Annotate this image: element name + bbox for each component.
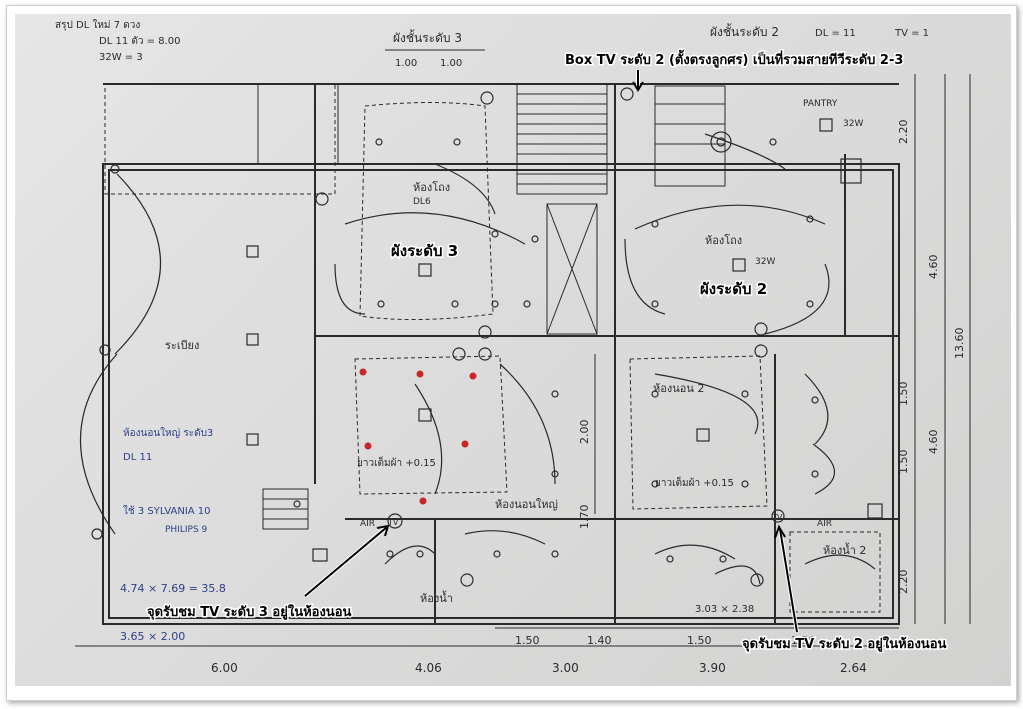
dim-bottom2-2: 1.40: [587, 634, 612, 647]
dim-right-1: 2.20: [897, 120, 910, 145]
floor2-plan-label: ผังระดับ 2: [700, 280, 767, 298]
blueprint-photo: ผังชั้นระดับ 3 ผังชั้นระดับ 2 DL = 11 TV…: [15, 14, 1011, 686]
dim-bottom-2: 4.06: [415, 661, 442, 675]
dim-bottom-5: 2.64: [840, 661, 867, 675]
calc-1: 4.74 × 7.69 = 35.8: [120, 582, 226, 595]
floor3-plan-label: ผังระดับ 3: [391, 242, 458, 260]
note-tl-1: สรุป DL ใหม่ 7 ดวง: [55, 19, 140, 31]
room-bedroom2: ห้องนอน 2: [653, 382, 704, 395]
photo-frame: ผังชั้นระดับ 3 ผังชั้นระดับ 2 DL = 11 TV…: [6, 5, 1017, 701]
dim-top-2: 1.00: [440, 58, 462, 69]
dim-right-7: 2.20: [897, 570, 910, 595]
room-bath: ห้องน้ำ: [420, 590, 453, 605]
room-bath2: ห้องน้ำ 2: [823, 542, 866, 557]
red-fixtures: [359, 368, 477, 505]
room-hall-floor3: ห้องโถง: [413, 180, 450, 194]
ceiling-bed2: ยาวเต็มผ้า +0.15: [655, 475, 734, 489]
dim-right-3: 13.60: [953, 328, 966, 360]
dim-bottom-1: 6.00: [211, 661, 238, 675]
dl-count-top: DL = 11: [815, 28, 856, 39]
dimension-lines: [75, 49, 971, 647]
ceiling-zones: [104, 83, 881, 613]
note-tl-3: 32W = 3: [99, 52, 143, 63]
dim-bottom2-1: 1.50: [515, 634, 540, 647]
dim-inner-1: 2.00: [578, 420, 591, 445]
note-master-bedroom: ห้องนอนใหญ่ ระดับ3: [123, 427, 213, 439]
light-fixtures: [91, 87, 883, 587]
note-sylvania: ใช้ 3 SYLVANIA 10: [123, 505, 211, 517]
stairs: [257, 83, 726, 530]
tv-count-top: TV = 1: [894, 28, 929, 39]
dim-right-4: 1.50: [897, 382, 910, 407]
room-master-bedroom: ห้องนอนใหญ่: [495, 498, 558, 511]
tv-point-floor3-annotation: จุดรับชม TV ระดับ 3 อยู่ในห้องนอน: [147, 603, 352, 620]
tv-outlet-floor3: TV: [387, 518, 399, 527]
outer-walls: [102, 83, 900, 625]
floor-plan-drawing: ผังชั้นระดับ 3 ผังชั้นระดับ 2 DL = 11 TV…: [55, 19, 971, 675]
dim-right-6: 1.50: [897, 450, 910, 475]
dim-bottom2-3: 1.50: [687, 634, 712, 647]
tv-point-floor2-annotation: จุดรับชม TV ระดับ 2 อยู่ในห้องนอน: [742, 635, 947, 652]
dim-bottom-3: 3.00: [552, 661, 579, 675]
dim-bottom2-4: 1.50: [791, 634, 816, 647]
dl6-note: DL6: [413, 197, 431, 207]
balcony-label: ระเบียง: [165, 339, 199, 352]
note-dl: DL 11: [123, 452, 152, 463]
air-label-floor3: AIR: [360, 519, 375, 529]
box-tv-annotation: Box TV ระดับ 2 (ตั้งตรงลูกศร) เป็นที่รวม…: [565, 49, 903, 68]
calc-3: 3.03 × 2.38: [695, 604, 754, 615]
lamp-32w-hall: 32W: [755, 257, 775, 267]
tv-outlet-floor2: TV: [771, 513, 783, 522]
note-tl-2: DL 11 ตัว = 8.00: [99, 36, 180, 47]
dim-bottom-4: 3.90: [699, 661, 726, 675]
dim-inner-2: 1.70: [578, 505, 591, 530]
header-floor3: ผังชั้นระดับ 3: [393, 29, 462, 45]
note-philips: PHILIPS 9: [165, 525, 208, 535]
dim-top-1: 1.00: [395, 58, 417, 69]
room-hall-floor2: ห้องโถง: [705, 233, 742, 247]
calc-2: 3.65 × 2.00: [120, 630, 185, 643]
wiring-arcs: [79, 133, 876, 585]
callout-arrows: [303, 70, 799, 633]
pantry-label: PANTRY: [803, 99, 838, 109]
lamp-32w-pantry: 32W: [843, 119, 863, 129]
ceiling-master: ยาวเต็มผ้า +0.15: [357, 455, 436, 469]
dim-right-2: 4.60: [927, 255, 940, 280]
air-label-floor2: AIR: [817, 519, 832, 529]
header-floor2: ผังชั้นระดับ 2: [710, 23, 779, 39]
dim-right-5: 4.60: [927, 430, 940, 455]
